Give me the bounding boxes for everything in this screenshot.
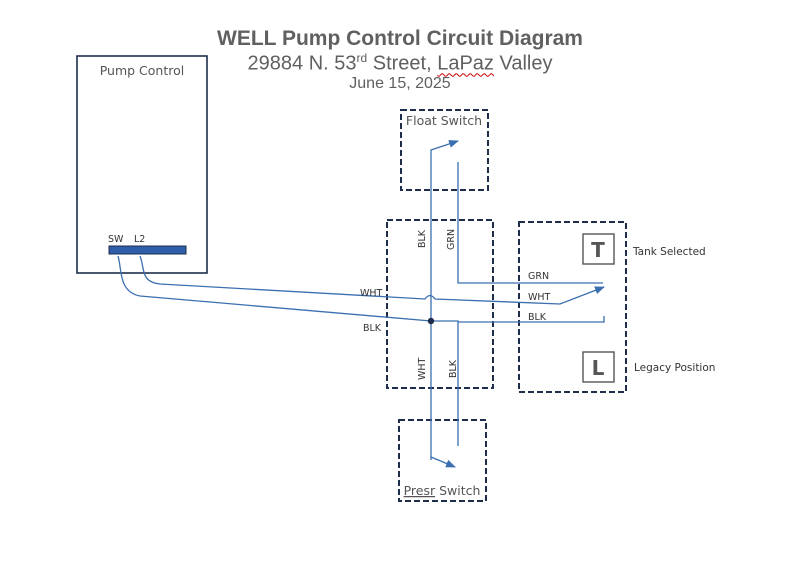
blk-pressure-wire [431, 320, 459, 446]
junction-blk-top: BLK [417, 229, 428, 248]
blk-right-label: BLK [528, 312, 547, 323]
blk-left-label: BLK [363, 323, 382, 334]
diagram-address: 29884 N. 53rd Street, LaPaz Valley [247, 51, 553, 75]
legacy-position-marker [582, 351, 615, 383]
tank-position-marker [582, 233, 615, 265]
legacy-position-label: Legacy Position [634, 362, 715, 374]
legacy-position-letter: L [592, 356, 605, 380]
pressure-switch-label: Presr Switch [404, 483, 481, 498]
selector-box: T L [518, 221, 627, 393]
float-switch-label: Float Switch [406, 113, 482, 128]
float-switch-box: Float Switch [400, 109, 489, 191]
grn-wire [457, 162, 603, 284]
blk-legacy-wire [458, 316, 605, 323]
pressure-switch-box: Presr Switch [398, 419, 487, 502]
pump-control-label: Pump Control [100, 63, 185, 78]
blk-float-wire [430, 140, 459, 460]
blk-sw-wire [117, 255, 432, 322]
tank-selected-label: Tank Selected [632, 246, 706, 258]
junction-box: BLK GRN WHT BLK [386, 219, 494, 389]
wht-right-label: WHT [528, 292, 551, 303]
junction-blk-bottom: BLK [448, 359, 459, 378]
l2-terminal-label: L2 [134, 234, 145, 245]
sw-terminal-label: SW [108, 234, 124, 245]
pump-control-box: Pump Control SW L2 [76, 55, 208, 274]
pressure-switch-arm [430, 456, 456, 468]
wht-wire [139, 255, 605, 305]
grn-right-label: GRN [528, 271, 549, 282]
tank-position-letter: T [591, 238, 605, 262]
terminal-strip [108, 245, 187, 255]
junction-node [427, 317, 435, 325]
diagram-date: June 15, 2025 [349, 75, 451, 92]
junction-grn-top: GRN [446, 229, 457, 250]
wiring [117, 140, 605, 468]
junction-wht-bottom: WHT [417, 357, 428, 380]
wht-left-label: WHT [360, 288, 383, 299]
diagram-title: WELL Pump Control Circuit Diagram [217, 27, 583, 50]
